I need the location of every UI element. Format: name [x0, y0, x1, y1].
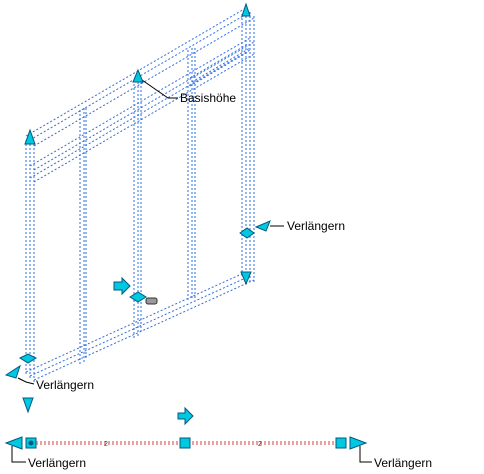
left-top-arrow-grip[interactable]	[24, 128, 36, 145]
base-height-label: Basishöhe	[180, 91, 236, 105]
base-height-arrow-grip[interactable]	[132, 68, 144, 83]
plan-extend-left-arrow-grip[interactable]	[4, 436, 23, 450]
extend-left-arrow-grip[interactable]	[4, 364, 21, 379]
left-bottom-diamond-grip[interactable]	[18, 353, 38, 364]
left-bottom-down-arrow-grip[interactable]	[22, 397, 34, 414]
right-bottom-arrow-grip[interactable]	[240, 271, 252, 286]
leader-lines	[11, 79, 372, 463]
extend-right-label: Verlängern	[287, 219, 345, 233]
svg-text:2: 2	[258, 441, 262, 448]
extend-left-label: Verlängern	[36, 378, 94, 392]
center-diamond-grip[interactable]	[129, 291, 147, 303]
plan-flip-arrow-grip[interactable]	[177, 406, 194, 426]
top-right-height-arrow-grip[interactable]	[241, 2, 251, 17]
extend-right-arrow-grip[interactable]	[254, 220, 271, 232]
plan-end-square-grip[interactable]	[335, 437, 347, 449]
right-middle-diamond-grip[interactable]	[239, 227, 255, 239]
curtain-wall-frame	[25, 7, 255, 382]
gray-hover-grip[interactable]	[145, 297, 158, 305]
plan-extend-right-arrow-grip[interactable]	[349, 436, 368, 450]
extend-bottom-left-label: Verlängern	[28, 456, 86, 470]
extend-bottom-right-label: Verlängern	[374, 456, 432, 470]
plan-middle-square-grip[interactable]	[179, 437, 191, 449]
flip-arrow-grip[interactable]	[113, 276, 131, 296]
svg-text:2: 2	[104, 441, 108, 448]
